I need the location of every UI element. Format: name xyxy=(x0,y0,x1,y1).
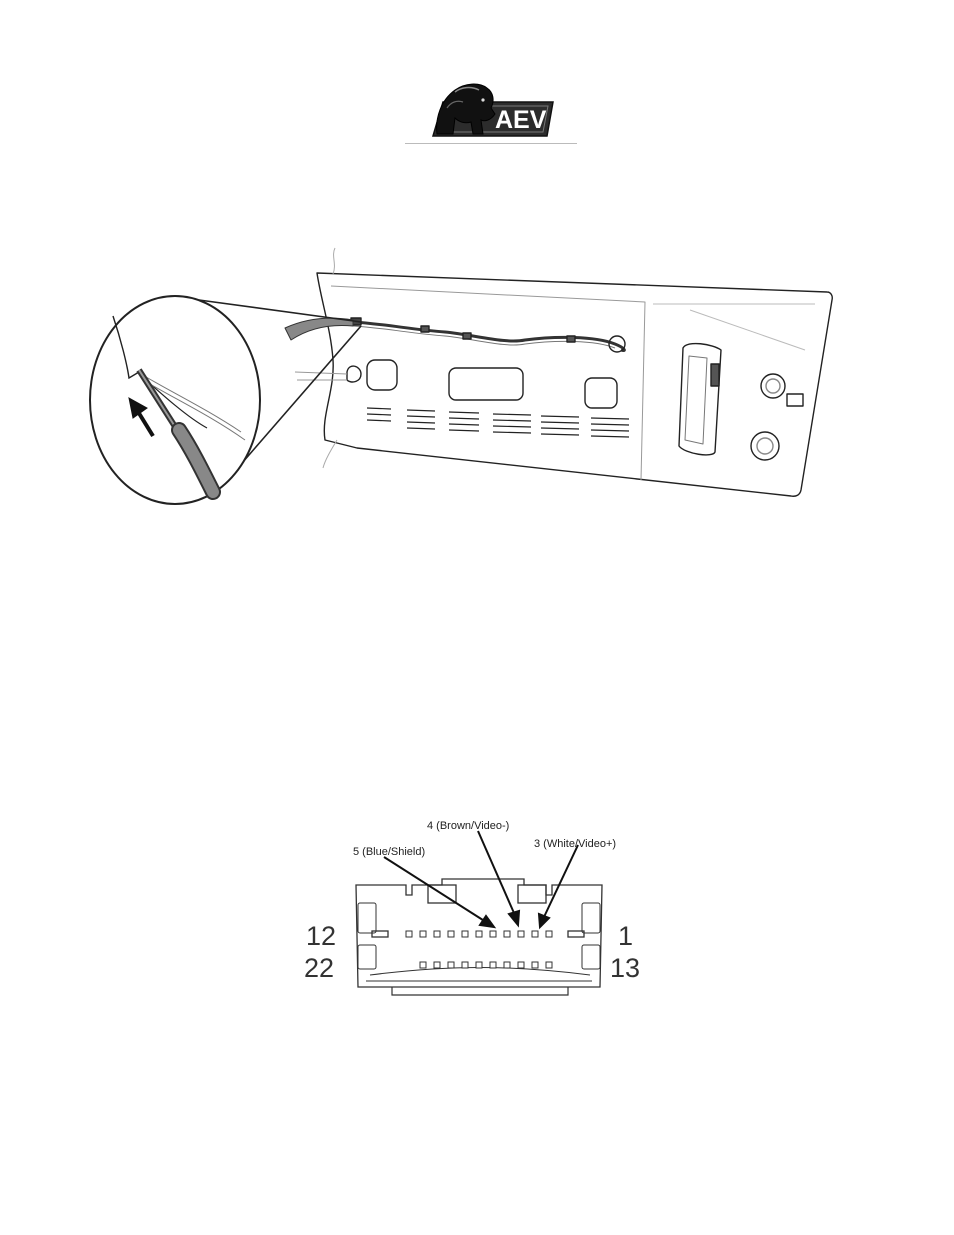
access-hole-center xyxy=(449,368,523,400)
access-hole-left xyxy=(367,360,397,390)
aev-logo: AEV xyxy=(425,78,555,140)
access-hole-right xyxy=(585,378,617,408)
tailgate-panel xyxy=(317,273,832,496)
connector-pinout-diagram: 5 (Blue/Shield) 4 (Brown/Video-) 3 (Whit… xyxy=(300,815,650,1000)
pin5-label: 5 (Blue/Shield) xyxy=(353,846,425,858)
pin4-label: 4 (Brown/Video-) xyxy=(427,820,509,832)
pin3-label: 3 (White/Video+) xyxy=(534,838,616,850)
wiring-harness xyxy=(353,322,624,351)
logo-text: AEV xyxy=(495,106,547,134)
pin-number-1: 1 xyxy=(618,921,633,951)
tailgate-wiring-illustration xyxy=(85,240,845,510)
pin-number-12: 12 xyxy=(306,921,336,951)
pin-number-13: 13 xyxy=(610,953,640,983)
pin-number-22: 22 xyxy=(304,953,334,983)
detail-magnifier xyxy=(90,296,260,504)
logo-underline xyxy=(405,143,577,144)
pins-top-row xyxy=(406,931,552,937)
